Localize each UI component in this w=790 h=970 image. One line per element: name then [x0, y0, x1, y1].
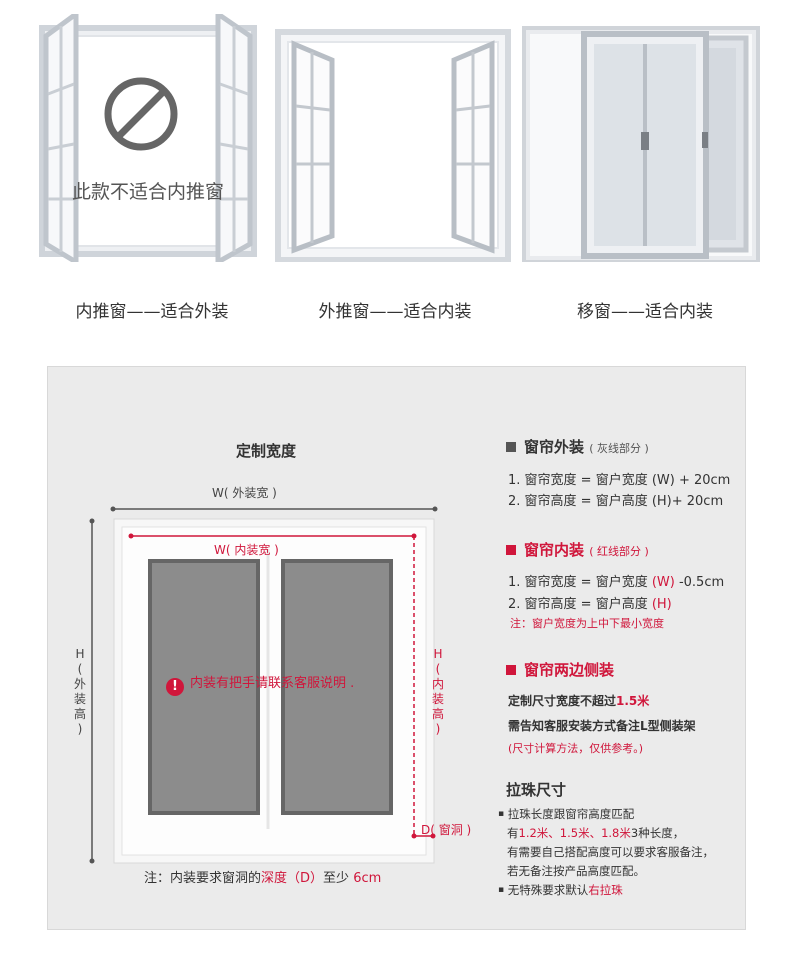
caption-inward-window: 内推窗——适合外装 [75, 302, 229, 322]
pull-bead-title: 拉珠尺寸 [506, 781, 567, 799]
side-install-reference: (尺寸计算方法，仅供参考。) [508, 742, 644, 755]
depth-note: 注：内装要求窗洞的深度（D）至少 6cm [144, 871, 382, 886]
inward-window-image: 此款不适合内推窗 [28, 9, 268, 267]
measurement-panel: 定制宽度 W( 外装宽 ) [47, 366, 746, 930]
depth-label: D( 窗洞 ) [421, 823, 472, 837]
inner-width-label: W( 内装宽 ) [214, 543, 279, 557]
diagram-title: 定制宽度 [236, 442, 297, 460]
inner-install-note: 注：窗户宽度为上中下最小宽度 [510, 617, 664, 630]
side-install-max-width: 定制尺寸宽度不超过1.5米 [508, 694, 650, 708]
outward-window-image [274, 14, 514, 263]
square-bullet-icon [506, 545, 516, 555]
outer-install-height-formula: 2. 窗帘高度 = 窗户高度 (H)+ 20cm [508, 494, 724, 509]
inner-install-width-formula: 1. 窗帘宽度 = 窗户宽度 (W) -0.5cm [508, 575, 725, 590]
inner-height-label: H ( 内 装 高 ) [431, 647, 444, 736]
caption-outward-window: 外推窗——适合内装 [318, 302, 472, 322]
inner-install-height-formula: 2. 窗帘高度 = 窗户高度 (H) [508, 597, 672, 612]
square-bullet-icon [506, 442, 516, 452]
outer-height-label: H ( 外 装 高 ) [73, 647, 86, 736]
outer-install-width-formula: 1. 窗帘宽度 = 窗户宽度 (W) + 20cm [508, 473, 731, 488]
caption-sliding-window: 移窗——适合内装 [577, 302, 713, 322]
no-entry-icon [103, 76, 179, 156]
sliding-window-image [520, 14, 760, 264]
warning-message: !内装有把手请联系客服说明 . [166, 672, 354, 696]
square-bullet-icon [506, 665, 516, 675]
side-install-title: 窗帘两边侧装 [506, 659, 614, 680]
pull-bead-info: ▪ 拉珠长度跟窗帘高度匹配 有1.2米、1.5米、1.8米3种长度， 有需要自己… [498, 807, 714, 897]
not-suitable-overlay-text: 此款不适合内推窗 [71, 181, 224, 203]
inner-install-title: 窗帘内装 ( 红线部分 ) [506, 539, 649, 560]
outer-width-label: W( 外装宽 ) [212, 486, 277, 500]
side-install-bracket-note: 需告知客服安装方式备注L型侧装架 [508, 719, 696, 733]
outer-install-title: 窗帘外装 ( 灰线部分 ) [506, 436, 649, 457]
warning-icon: ! [166, 678, 184, 696]
